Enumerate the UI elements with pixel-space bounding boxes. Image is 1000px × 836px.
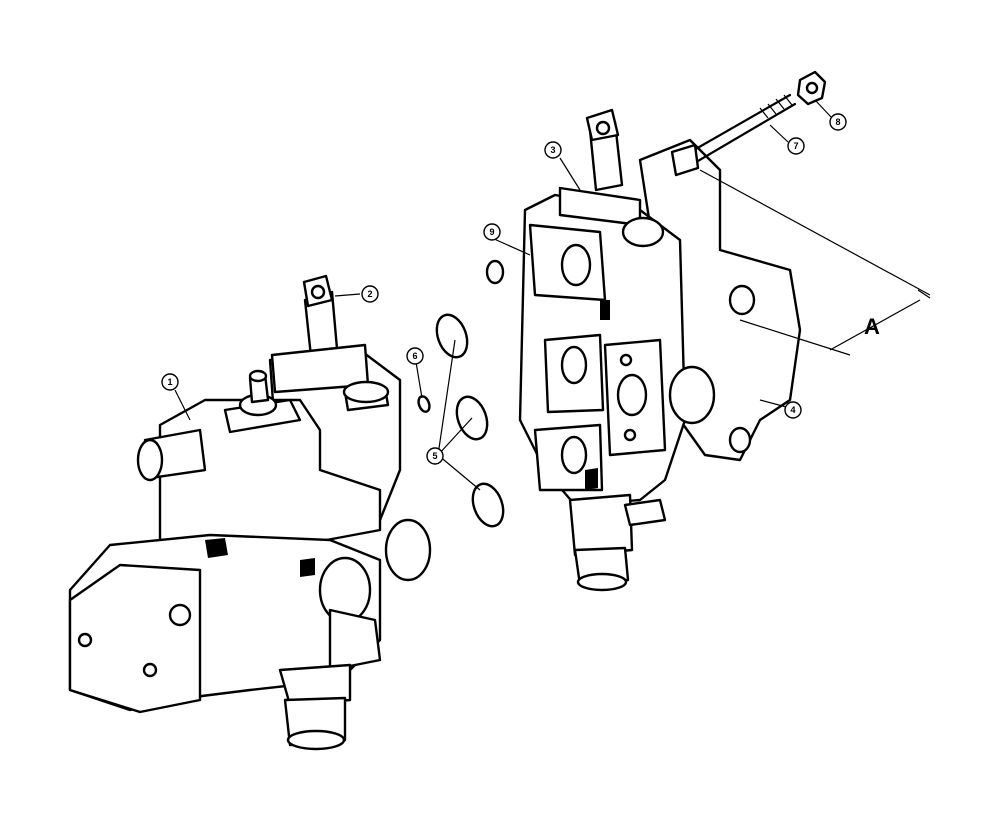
svg-text:9: 9 [489,227,494,237]
callout-8: 8 [829,113,847,131]
svg-text:4: 4 [790,405,795,415]
callout-7: 7 [787,137,805,155]
callout-3: 3 [544,141,562,159]
svg-text:6: 6 [412,351,417,361]
callout-5: 5 [426,447,444,465]
svg-text:5: 5 [432,451,437,461]
svg-text:1: 1 [167,377,172,387]
dimension-a: A [699,169,931,356]
left-valve-assembly [68,274,432,751]
svg-text:2: 2 [367,289,372,299]
o-rings [417,313,505,528]
svg-text:3: 3 [550,145,555,155]
callout-4: 4 [784,401,802,419]
callout-9: 9 [483,223,501,241]
callouts: 1 2 3 4 5 6 7 8 [161,113,847,465]
dimension-label: A [864,314,880,339]
svg-text:7: 7 [793,141,798,151]
callout-6: 6 [406,347,424,365]
callout-1: 1 [161,373,179,391]
right-valve-section [518,108,802,592]
callout-2: 2 [361,285,379,303]
tie-rod-and-nut [485,70,827,285]
svg-text:8: 8 [835,117,840,127]
